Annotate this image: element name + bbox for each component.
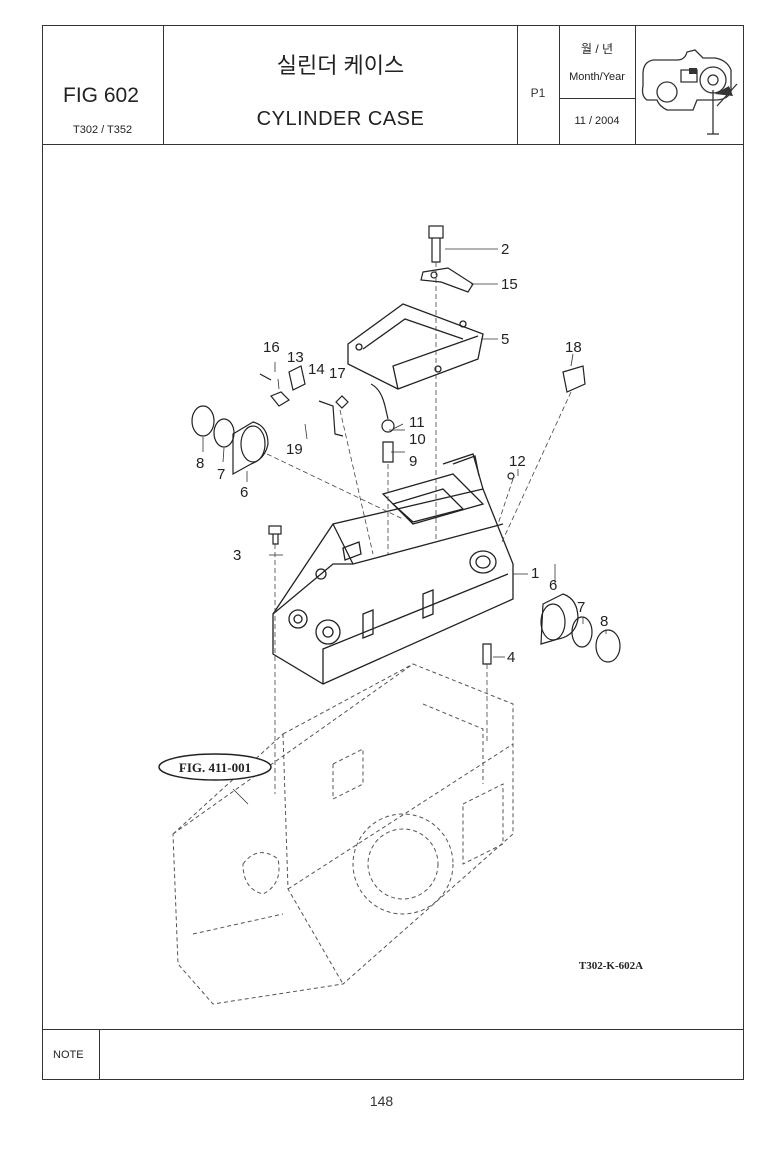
right-small-parts [268,525,621,663]
callout-4: 4 [507,649,515,666]
callout-numbers: 2 15 5 18 16 13 14 17 11 10 9 19 8 7 6 1… [196,241,608,666]
fig-number: FIG 602 [63,84,139,107]
callout-16: 17 [329,365,346,382]
divider [99,1030,100,1080]
assembly-guide-lines [266,262,572,794]
divider [559,98,635,99]
drawing-code: T302-K-602A [579,960,643,972]
title-korean: 실린더 케이스 [276,53,405,78]
revision-date: 11 / 2004 [574,115,620,127]
cylinder-case-body [272,453,514,685]
callout-6-left: 6 [240,484,248,501]
bolt-and-plate [420,225,474,293]
divider [559,26,560,144]
callout-14: 14 [308,361,325,378]
title-english: CYLINDER CASE [256,108,425,130]
divider [635,26,636,144]
left-small-parts [191,365,586,665]
month-year-english: Month/Year [569,71,625,83]
callout-19: 19 [286,441,303,458]
tractor-thumbnail [641,49,738,135]
callout-5: 5 [501,331,509,348]
month-year-korean: 월 / 년 [580,42,614,56]
callout-6-right: 6 [549,577,557,594]
callout-12: 12 [509,453,526,470]
callout-8-left: 8 [196,455,204,472]
callout-10: 10 [409,431,426,448]
page-frame: FIG 602 T302 / T352 실린더 케이스 CYLINDER CAS… [42,25,744,1080]
callout-18: 18 [565,339,582,356]
exploded-view-drawing: 2 15 5 18 16 13 14 17 11 10 9 19 8 7 6 1… [158,225,643,1005]
callout-13: 13 [287,349,304,366]
transmission-housing-outline [172,663,514,1005]
divider [163,26,164,144]
page-code: P1 [530,86,546,100]
note-label: NOTE [53,1049,84,1061]
callout-2: 2 [501,241,509,258]
reference-fig-label: FIG. 411-001 [179,760,251,775]
divider [517,26,518,144]
model-numbers: T302 / T352 [73,124,133,136]
callout-3: 3 [233,547,241,564]
callout-8-right: 8 [600,613,608,630]
top-cover [347,303,484,390]
callout-7-left: 7 [217,466,225,483]
callout-11: 11 [409,414,425,431]
note-row: NOTE [43,1029,743,1080]
callout-17: 15 [501,276,518,293]
callout-leaders [202,248,607,805]
callout-9: 9 [409,453,417,470]
header-block: FIG 602 T302 / T352 실린더 케이스 CYLINDER CAS… [43,26,743,145]
page-number: 148 [369,1093,394,1109]
callout-7-right: 7 [577,599,585,616]
parts-diagram: 2 15 5 18 16 13 14 17 11 10 9 19 8 7 6 1… [43,144,743,1029]
reference-fig-badge[interactable]: FIG. 411-001 [158,753,272,781]
callout-1: 1 [531,565,539,582]
callout-15: 16 [263,339,280,356]
